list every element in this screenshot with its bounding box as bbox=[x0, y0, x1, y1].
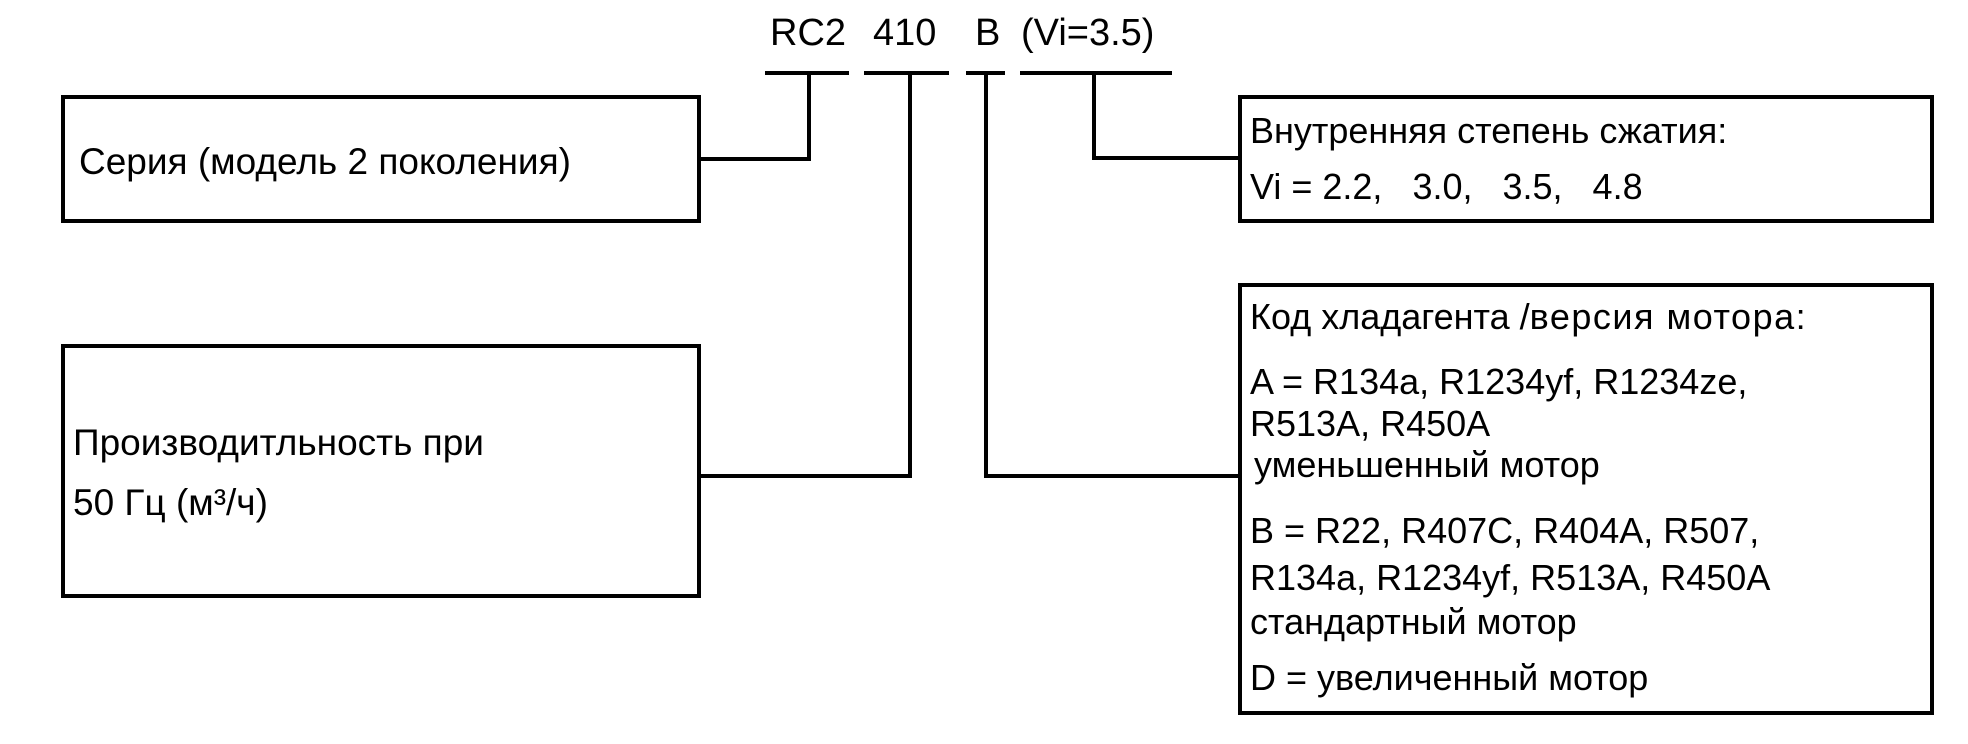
connector-series-horizontal bbox=[700, 157, 811, 161]
connector-vi-vertical bbox=[1092, 71, 1096, 160]
vi-title: Внутренняя степень сжатия: bbox=[1250, 110, 1728, 151]
refrigerant-b-line3: стандартный мотор bbox=[1250, 601, 1577, 642]
vi-values: Vi = 2.2, 3.0, 3.5, 4.8 bbox=[1250, 166, 1643, 207]
refrigerant-box: Код хладагента /версия мотора: A = R134a… bbox=[1238, 283, 1934, 715]
connector-motor-horizontal bbox=[984, 474, 1240, 478]
connector-capacity-horizontal bbox=[700, 474, 912, 478]
model-code-series: RC2 bbox=[770, 12, 847, 54]
refrigerant-d-line1: D = увеличенный мотор bbox=[1250, 657, 1649, 698]
underline-vi bbox=[1020, 71, 1172, 75]
refrigerant-a-line1: A = R134a, R1234yf, R1234ze, bbox=[1250, 361, 1748, 402]
capacity-description-line2: 50 Гц (м³/ч) bbox=[73, 482, 268, 523]
vi-box: Внутренняя степень сжатия: Vi = 2.2, 3.0… bbox=[1238, 95, 1934, 223]
series-description: Серия (модель 2 поколения) bbox=[79, 141, 571, 182]
capacity-box: Производитльность при 50 Гц (м³/ч) bbox=[61, 344, 701, 598]
underline-capacity bbox=[864, 71, 949, 75]
connector-series-vertical bbox=[807, 71, 811, 161]
refrigerant-b-line1: B = R22, R407C, R404A, R507, bbox=[1250, 510, 1760, 551]
model-code-capacity: 410 bbox=[873, 12, 937, 54]
connector-capacity-vertical bbox=[908, 71, 912, 478]
refrigerant-title-part1: Код хладагента / bbox=[1250, 296, 1530, 337]
series-box: Серия (модель 2 поколения) bbox=[61, 95, 701, 223]
capacity-description-line1: Производитльность при bbox=[73, 422, 484, 463]
refrigerant-a-line2: R513A, R450A bbox=[1250, 403, 1491, 444]
refrigerant-b-line2: R134a, R1234yf, R513A, R450A bbox=[1250, 557, 1771, 598]
model-code-motor: B bbox=[975, 12, 1001, 54]
connector-motor-vertical bbox=[984, 71, 988, 478]
refrigerant-title-part2: версия мотора: bbox=[1529, 296, 1808, 337]
connector-vi-horizontal bbox=[1092, 156, 1240, 160]
model-code-vi: (Vi=3.5) bbox=[1021, 12, 1155, 54]
refrigerant-a-line3: уменьшенный мотор bbox=[1254, 444, 1600, 485]
refrigerant-title: Код хладагента /версия мотора: bbox=[1250, 299, 1807, 335]
